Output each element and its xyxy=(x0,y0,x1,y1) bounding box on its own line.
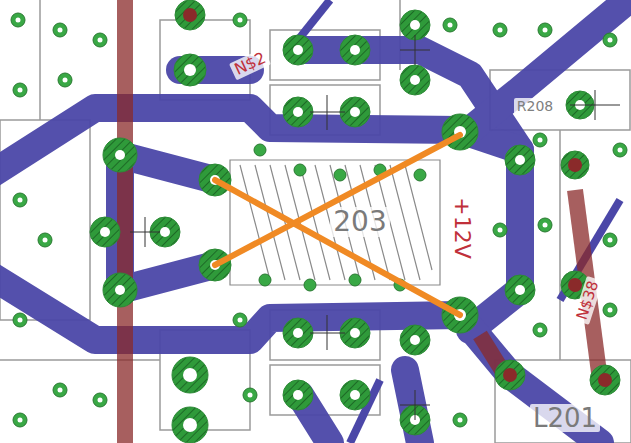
net-label: +12V xyxy=(450,194,474,261)
part-name: L201 xyxy=(530,404,600,432)
part-name: R208 xyxy=(514,98,556,114)
part-name: 203 xyxy=(330,207,389,237)
